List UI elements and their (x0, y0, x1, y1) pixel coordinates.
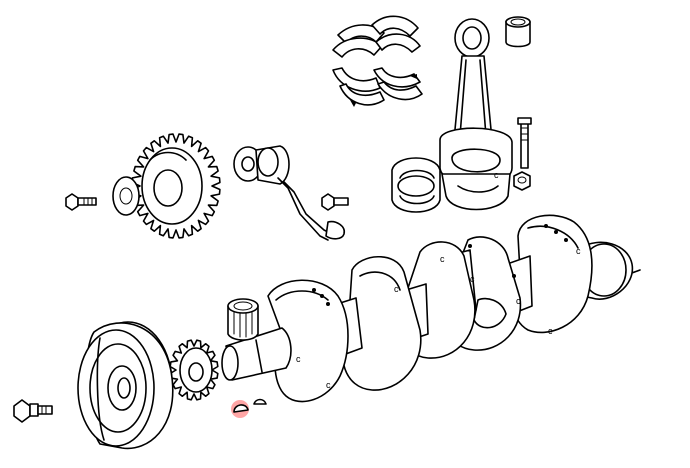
pilot-needle-bearing (227, 298, 259, 341)
part-label: c (326, 380, 331, 390)
gear-washer (112, 176, 140, 216)
part-label: c (516, 296, 521, 306)
part-label: c (394, 284, 399, 294)
thrust-washer-half-lower-left (332, 67, 385, 107)
gear-bolt (65, 193, 97, 211)
woodruff-key-highlighted (231, 400, 249, 418)
crankshaft-timing-gear (131, 133, 221, 239)
part-label: c (440, 254, 445, 264)
rod-bearing-shells (391, 157, 441, 213)
crankshaft-sprocket (169, 339, 219, 401)
rod-cap-bolt (517, 117, 532, 169)
oil-spray-nozzle (233, 145, 346, 241)
part-label: c (494, 170, 499, 180)
part-label: c (548, 326, 553, 336)
nozzle-bolt (321, 193, 349, 211)
small-end-bushing (505, 16, 531, 48)
connecting-rod: c (439, 18, 513, 211)
thrust-washer-half-lower-right (373, 67, 423, 101)
pulley-bolt (13, 399, 53, 423)
counterweight-oil-holes (312, 224, 568, 306)
crankshaft: c c c c c c c c (221, 214, 641, 403)
thrust-washer-set (332, 15, 423, 107)
rod-nut (513, 171, 531, 191)
harmonic-balancer-pulley (77, 321, 174, 450)
part-label: c (296, 354, 301, 364)
part-label: c (576, 246, 581, 256)
woodruff-key (253, 398, 267, 405)
thrust-washer-half-upper-right (371, 15, 421, 53)
part-label: c (470, 274, 475, 284)
